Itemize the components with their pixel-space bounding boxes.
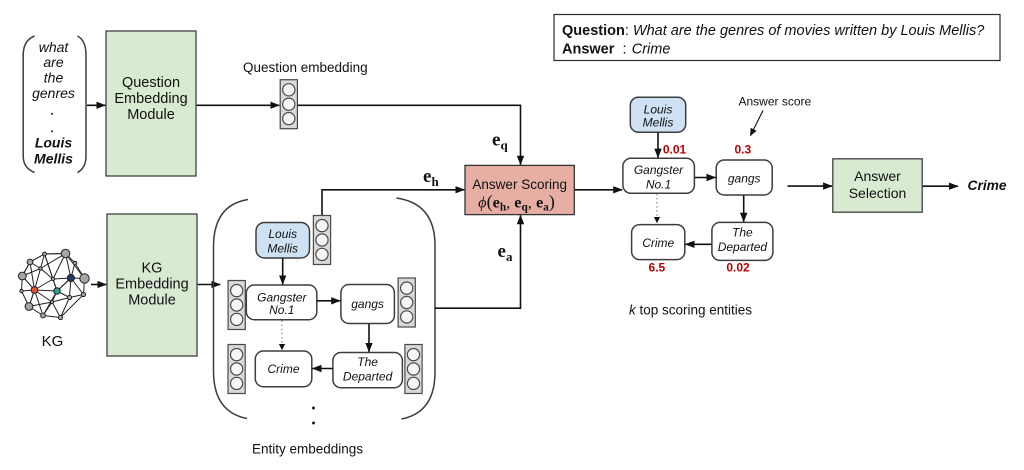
svg-text:Mellis: Mellis: [267, 241, 298, 255]
svg-text:Mellis: Mellis: [34, 151, 73, 167]
svg-text:Answer Scoring: Answer Scoring: [472, 177, 567, 192]
svg-text:Module: Module: [127, 107, 175, 123]
svg-text:Crime: Crime: [642, 236, 674, 250]
svg-text:Departed: Departed: [718, 240, 768, 254]
svg-text:ea: ea: [498, 241, 513, 264]
svg-text:Selection: Selection: [849, 185, 907, 201]
svg-text:gangs: gangs: [351, 297, 384, 311]
svg-text:Answer: Answer: [854, 168, 901, 184]
svg-text:Embedding: Embedding: [115, 277, 188, 293]
svg-text:KG: KG: [42, 333, 64, 350]
svg-text:Answer score: Answer score: [739, 94, 812, 108]
svg-text:KG: KG: [142, 261, 163, 277]
svg-text:Entity embeddings: Entity embeddings: [252, 442, 363, 457]
svg-text:Crime: Crime: [968, 178, 1007, 193]
svg-text:0.01: 0.01: [663, 142, 687, 156]
svg-text:The: The: [357, 355, 378, 369]
svg-text:Module: Module: [128, 293, 176, 309]
svg-text:Embedding: Embedding: [114, 91, 187, 107]
svg-text:Question embedding: Question embedding: [243, 60, 368, 75]
svg-text:eq: eq: [492, 130, 508, 153]
svg-text:Question: Question: [122, 75, 180, 91]
svg-text:Answer : Crime: Answer : Crime: [562, 42, 670, 58]
svg-text:6.5: 6.5: [649, 261, 666, 275]
svg-text:Question: What are the genres: Question: What are the genres of movies …: [562, 23, 985, 39]
svg-text:k top scoring entities: k top scoring entities: [629, 303, 752, 318]
svg-text:ϕ(eh, eq, ea): ϕ(eh, eq, ea): [478, 192, 555, 214]
svg-text:Gangster: Gangster: [634, 163, 684, 177]
svg-text:0.3: 0.3: [734, 142, 751, 156]
svg-text:Louis: Louis: [268, 227, 297, 241]
svg-text:eh: eh: [423, 166, 439, 189]
svg-text:No.1: No.1: [646, 178, 671, 192]
svg-text:Mellis: Mellis: [643, 115, 674, 129]
svg-text:0.02: 0.02: [726, 261, 750, 275]
svg-text:Louis: Louis: [644, 102, 673, 116]
svg-text:No.1: No.1: [269, 303, 294, 317]
svg-text:the: the: [44, 70, 64, 86]
svg-text:Crime: Crime: [268, 362, 300, 376]
svg-text:Departed: Departed: [343, 370, 393, 384]
svg-text:genres: genres: [32, 85, 75, 101]
svg-text:what: what: [39, 39, 70, 55]
svg-text:are: are: [43, 54, 63, 70]
svg-text:Gangster: Gangster: [257, 290, 307, 304]
svg-text:gangs: gangs: [728, 172, 761, 186]
svg-text:The: The: [732, 226, 753, 240]
svg-text:Louis: Louis: [35, 134, 73, 150]
